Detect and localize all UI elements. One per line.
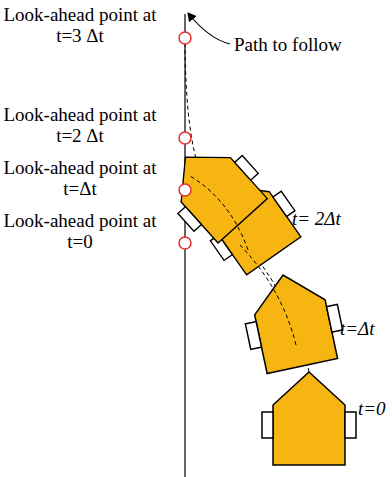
lookahead-point [179, 132, 191, 144]
robot-t1 [237, 265, 348, 376]
arc [240, 245, 296, 345]
robot-t2b [153, 128, 275, 249]
leader-line [188, 13, 230, 44]
point-label: Look-ahead point at t=Δt [0, 157, 160, 199]
lookahead-point [179, 237, 191, 249]
robot-t0 [262, 372, 356, 465]
time-label: t=0 [358, 398, 386, 419]
arc [190, 176, 248, 250]
path-label: Path to follow [234, 34, 342, 55]
lookahead-point [179, 32, 191, 44]
time-label: t=Δt [340, 318, 375, 339]
time-label: t= 2Δt [292, 208, 341, 229]
point-label: Look-ahead point at t=3 Δt [0, 4, 160, 46]
lookahead-point [179, 184, 191, 196]
point-label: Look-ahead point at t=2 Δt [0, 104, 160, 146]
point-label: Look-ahead point at t=0 [0, 210, 160, 252]
